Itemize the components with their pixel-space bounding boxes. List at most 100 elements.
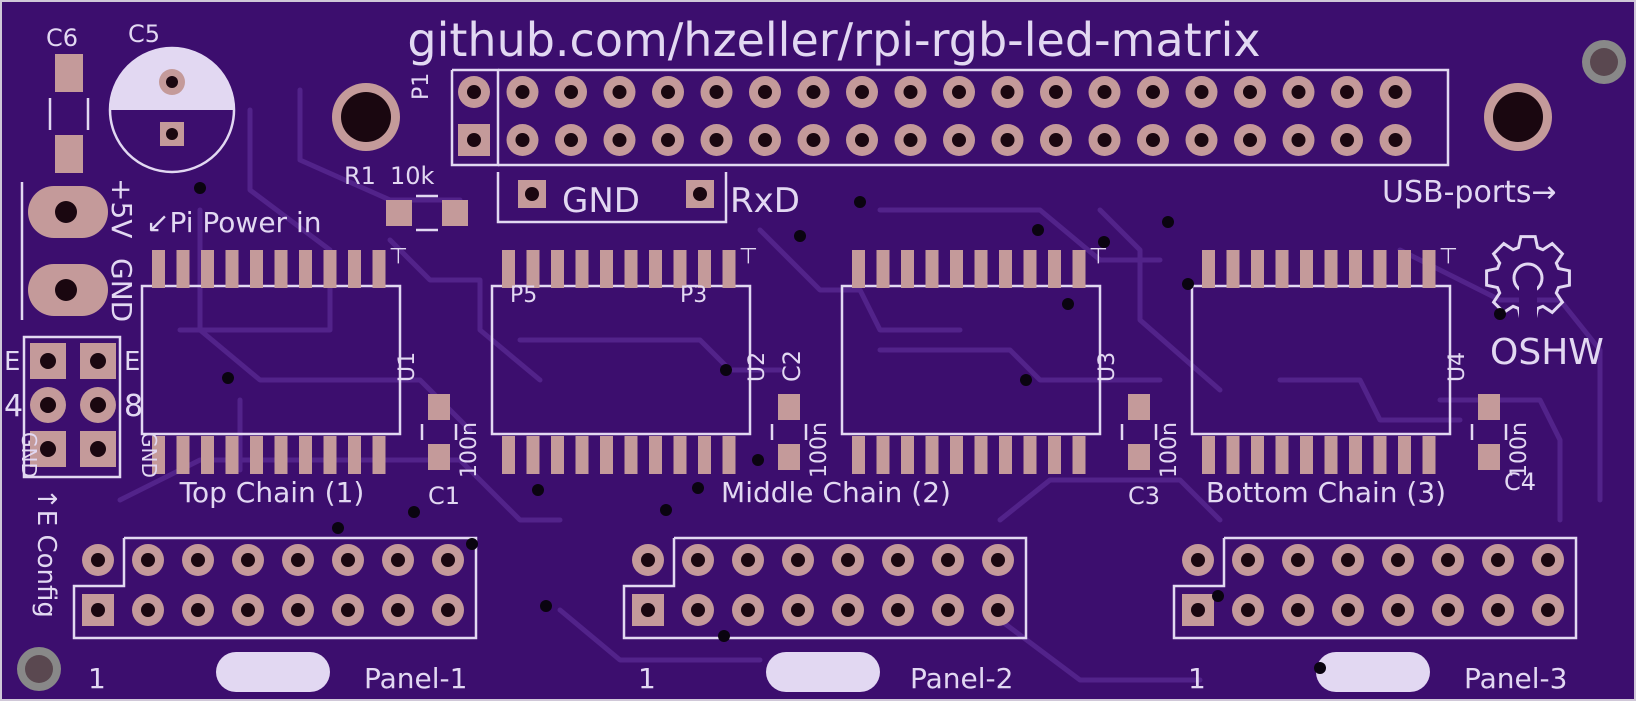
gpio-header-p1 bbox=[458, 76, 1412, 156]
via bbox=[1020, 374, 1032, 386]
p1-label: P1 bbox=[409, 73, 434, 100]
chip-orientation-mark: ⊥ bbox=[1089, 242, 1108, 267]
c5-ref: C5 bbox=[128, 20, 160, 48]
cap-ref-label: C4 bbox=[1504, 468, 1536, 496]
chip-u2: U2 ⊥ 100n C2 bbox=[490, 242, 832, 478]
power-gnd-label: GND bbox=[105, 258, 138, 322]
config-left-gnd: GND bbox=[17, 432, 41, 478]
via bbox=[540, 600, 552, 612]
panel-1-pin1-label: 1 bbox=[88, 662, 106, 695]
cap-pad bbox=[428, 444, 450, 470]
e-config-label: ↑E Config bbox=[31, 488, 61, 618]
panel-2-connector bbox=[622, 536, 1028, 640]
p3-label: P3 bbox=[680, 283, 707, 308]
via bbox=[1494, 308, 1506, 320]
power-terminal bbox=[20, 182, 108, 320]
cap-ref-label: C2 bbox=[778, 350, 806, 382]
config-right-8: 8 bbox=[124, 389, 143, 424]
c5-capacitor bbox=[108, 46, 236, 174]
via bbox=[332, 522, 344, 534]
cap-value-label: 100n bbox=[457, 422, 482, 478]
via bbox=[1162, 216, 1174, 228]
config-left-4: 4 bbox=[4, 389, 23, 424]
chip-orientation-mark: ⊥ bbox=[739, 242, 758, 267]
board-title: github.com/hzeller/rpi-rgb-led-matrix bbox=[407, 13, 1260, 67]
cap-ref-label: C3 bbox=[1128, 482, 1160, 510]
c6-ref: C6 bbox=[46, 24, 78, 52]
p1-outline bbox=[498, 68, 1450, 167]
via bbox=[1062, 298, 1074, 310]
via bbox=[1314, 662, 1326, 674]
top-chain-label: Top Chain (1) bbox=[179, 476, 365, 509]
chip-ref-label: U4 bbox=[1445, 352, 1470, 382]
panel-1-connector bbox=[72, 536, 478, 640]
cap-pad bbox=[428, 394, 450, 420]
mounting-hole-left bbox=[332, 83, 400, 151]
r1-pad-a bbox=[386, 200, 412, 226]
usb-ports-label: USB-ports→ bbox=[1382, 175, 1557, 210]
cap-value-label: 100n bbox=[807, 422, 832, 478]
oshw-gear-icon bbox=[1485, 235, 1571, 324]
via bbox=[752, 454, 764, 466]
via bbox=[408, 506, 420, 518]
via bbox=[720, 364, 732, 376]
cap-pad bbox=[778, 394, 800, 420]
panel-2-slot bbox=[766, 652, 880, 692]
rxd-test-label: RxD bbox=[730, 181, 800, 221]
panel-connectors bbox=[72, 536, 1578, 640]
chip-orientation-mark: ⊥ bbox=[389, 242, 408, 267]
oshw-label: OSHW bbox=[1490, 332, 1604, 373]
config-left-e: E bbox=[4, 347, 20, 377]
p5-label: P5 bbox=[510, 283, 537, 308]
e-config-jumper bbox=[22, 335, 122, 479]
cap-ref-label: C1 bbox=[428, 482, 460, 510]
c6-pad-a bbox=[55, 54, 83, 92]
panel-3-label: Panel-3 bbox=[1464, 662, 1567, 695]
gnd-test-label: GND bbox=[562, 181, 640, 221]
pi-power-in-label: ↙Pi Power in bbox=[146, 206, 322, 239]
via bbox=[854, 196, 866, 208]
via bbox=[718, 630, 730, 642]
chip-ref-label: U2 bbox=[745, 352, 770, 382]
via bbox=[1212, 590, 1224, 602]
cap-value-label: 100n bbox=[1157, 422, 1182, 478]
chip-orientation-mark: ⊥ bbox=[1439, 242, 1458, 267]
via bbox=[1098, 236, 1110, 248]
via bbox=[1182, 278, 1194, 290]
via bbox=[532, 484, 544, 496]
cap-pad bbox=[1478, 444, 1500, 470]
panel-1-slot bbox=[216, 652, 330, 692]
via bbox=[692, 482, 704, 494]
via bbox=[794, 230, 806, 242]
r1-ref: R1 bbox=[344, 162, 376, 190]
panel-1-label: Panel-1 bbox=[364, 662, 467, 695]
via bbox=[466, 538, 478, 550]
mounting-hole-right bbox=[1484, 83, 1552, 151]
cap-pad bbox=[1478, 394, 1500, 420]
cap-pad bbox=[1128, 394, 1150, 420]
panel-3-pin1-label: 1 bbox=[1188, 662, 1206, 695]
cap-value-label: 100n bbox=[1507, 422, 1532, 478]
config-right-gnd: GND bbox=[137, 432, 161, 478]
power-plus5v-label: +5V bbox=[105, 178, 138, 238]
cap-pad bbox=[778, 444, 800, 470]
via bbox=[1032, 224, 1044, 236]
panel-2-label: Panel-2 bbox=[910, 662, 1013, 695]
vias bbox=[194, 182, 1506, 674]
panel-3-slot bbox=[1316, 652, 1430, 692]
r1-pad-b bbox=[442, 200, 468, 226]
via bbox=[222, 372, 234, 384]
r1-value: 10k bbox=[390, 162, 435, 190]
bottom-chain-label: Bottom Chain (3) bbox=[1206, 476, 1446, 509]
middle-chain-label: Middle Chain (2) bbox=[721, 476, 951, 509]
panel-2-pin1-label: 1 bbox=[638, 662, 656, 695]
panel-3-connector bbox=[1172, 536, 1578, 640]
chip-ref-label: U1 bbox=[395, 352, 420, 382]
cap-pad bbox=[1128, 444, 1150, 470]
via bbox=[194, 182, 206, 194]
